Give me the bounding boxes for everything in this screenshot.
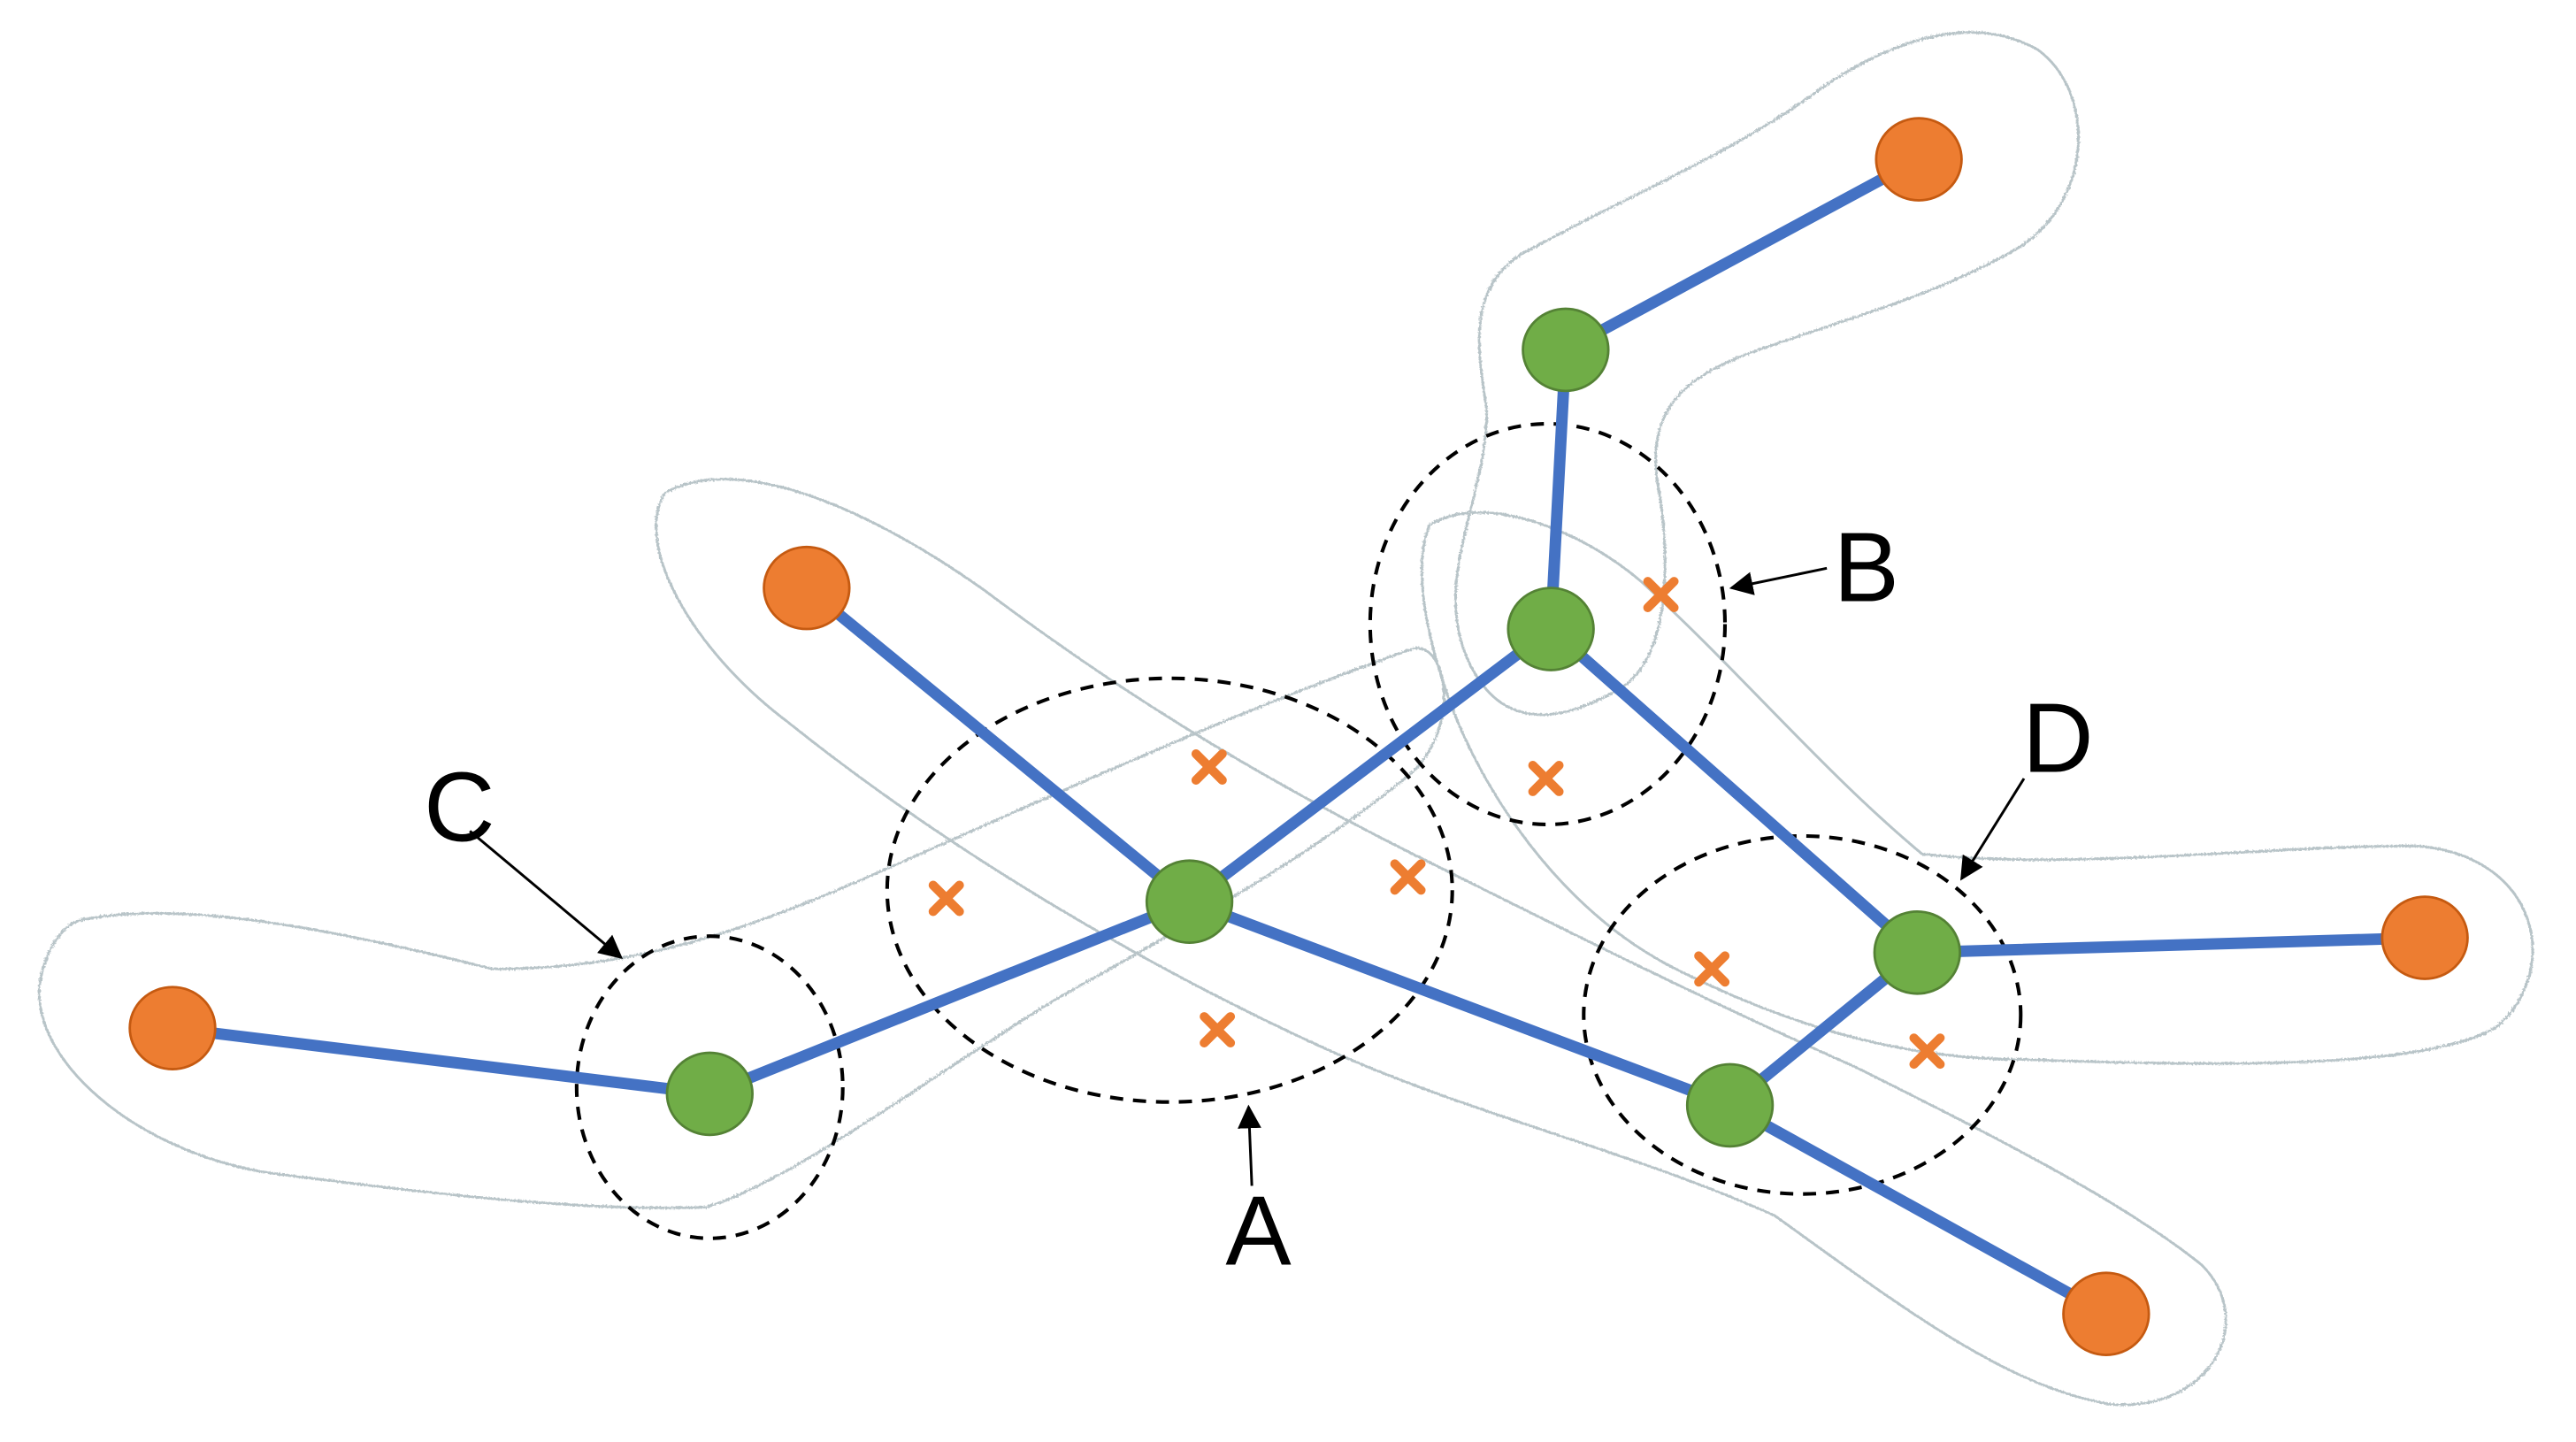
edge: [1911, 932, 2431, 959]
sketch-outline-right: [1420, 510, 2534, 1065]
edge: [1545, 343, 1572, 635]
leaf-node: [2380, 895, 2469, 980]
edge: [1724, 1099, 2112, 1320]
cross-marker-icon: [1390, 859, 1426, 895]
label-arrows: [469, 566, 2026, 1186]
region-a-circle: [885, 676, 1454, 1104]
internal-nodes: [665, 307, 1961, 1148]
label-c: C: [424, 752, 494, 863]
edges: [166, 153, 2431, 1320]
arrow-b: [1729, 566, 1828, 595]
cross-marker-icon: [1191, 749, 1227, 785]
cross-marker-icon: [928, 880, 964, 917]
sketch-outline-bottom: [655, 478, 2227, 1407]
label-b: B: [1834, 511, 1899, 622]
leaf-node: [2062, 1271, 2150, 1356]
leaf-node: [763, 545, 851, 631]
leaf-node: [1874, 117, 1963, 202]
arrow-d: [1960, 778, 2026, 881]
internal-node: [665, 1051, 754, 1137]
internal-node: [1873, 909, 1961, 995]
edge: [166, 1022, 716, 1100]
internal-node: [1522, 307, 1610, 393]
label-a: A: [1225, 1176, 1292, 1286]
edge: [801, 582, 1196, 908]
cross-marker-icon: [1909, 1033, 1945, 1070]
region-b-circle: [1368, 421, 1728, 827]
cross-marker-icon: [1528, 761, 1564, 796]
leaf-nodes: [128, 117, 2469, 1356]
label-d: D: [2022, 683, 2093, 794]
internal-node: [1685, 1062, 1775, 1148]
cross-marker-icon: [1200, 1012, 1236, 1047]
edge: [1560, 153, 1925, 356]
sketch-outline-top: [1453, 31, 2080, 717]
sketch-outline-left: [37, 647, 1445, 1209]
cross-marker-icon: [1643, 577, 1679, 613]
internal-node: [1145, 859, 1234, 945]
arrow-c: [469, 830, 624, 960]
cross-marker-icon: [1694, 951, 1730, 987]
cross-markers: [928, 577, 1945, 1070]
edge: [703, 895, 1196, 1100]
region-circles: [574, 421, 2023, 1240]
region-c-circle: [574, 934, 845, 1240]
labels: A B C D: [424, 511, 2093, 1285]
edge: [1184, 895, 1736, 1111]
region-d-circle: [1582, 833, 2023, 1196]
leaf-node: [128, 986, 217, 1070]
edge: [1545, 623, 1923, 959]
arrow-a: [1238, 1104, 1261, 1186]
edge: [1184, 623, 1557, 908]
internal-node: [1506, 587, 1595, 671]
sketch-outlines: [37, 31, 2534, 1407]
